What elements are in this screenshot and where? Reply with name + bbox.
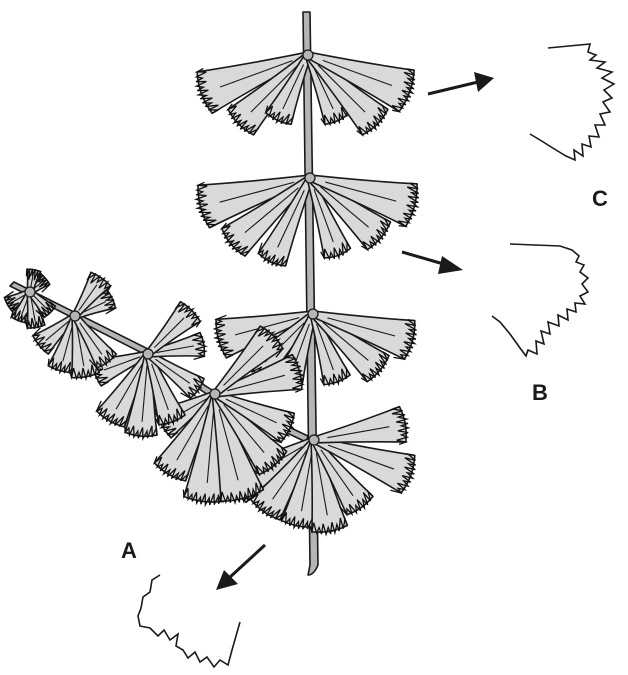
leaf-tip-detail-b [492, 244, 588, 356]
arrow-to-detail-a [216, 545, 265, 590]
stem-node [303, 50, 313, 60]
label-b: B [532, 382, 548, 404]
arrow-to-detail-c [428, 72, 494, 94]
stem-node [210, 389, 220, 399]
stem-node [70, 311, 80, 321]
stem-node [309, 435, 319, 445]
leaf-whorls [4, 52, 419, 534]
label-a: A [121, 540, 137, 562]
stem-node [305, 173, 315, 183]
label-c: C [592, 188, 608, 210]
stem-node [308, 309, 318, 319]
arrow-to-detail-b [402, 252, 463, 274]
stem-node [143, 349, 153, 359]
leaf [313, 407, 408, 445]
stem-node [25, 287, 35, 297]
leaf-tip-detail-c [530, 44, 614, 160]
leaf-tip-detail-a [138, 575, 240, 667]
